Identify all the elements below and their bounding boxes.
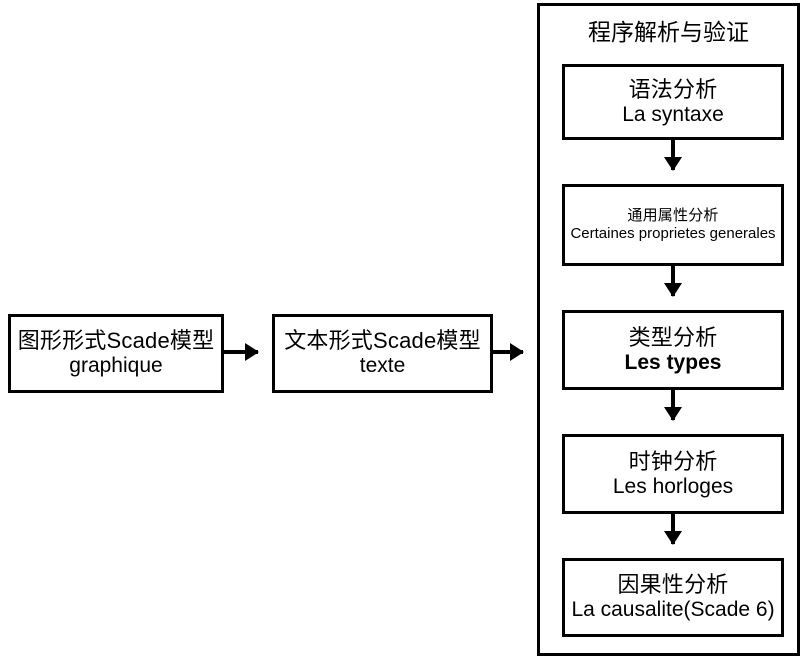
arrow-syntaxe-to-proprietes: [671, 140, 675, 170]
node-proprietes-label-fr: Certaines proprietes generales: [570, 225, 776, 242]
node-syntaxe-label-fr: La syntaxe: [622, 102, 724, 126]
node-causalite-label-fr: La causalite(Scade 6): [571, 598, 775, 622]
node-proprietes: 通用属性分析 Certaines proprietes generales: [562, 184, 784, 266]
node-horloges-label-fr: Les horloges: [612, 474, 734, 498]
arrow-proprietes-to-types: [671, 266, 675, 296]
arrow-types-to-horloges: [671, 390, 675, 420]
arrow-horloges-to-causalite: [671, 514, 675, 544]
node-texte-label-fr: texte: [359, 354, 406, 378]
node-syntaxe-label-cn: 语法分析: [628, 76, 718, 102]
node-texte: 文本形式Scade模型 texte: [272, 314, 493, 393]
node-horloges: 时钟分析 Les horloges: [562, 434, 784, 514]
arrow-graphique-to-texte: [224, 350, 258, 354]
node-graphique-label-fr: graphique: [69, 354, 163, 378]
arrow-texte-to-analysis: [493, 350, 523, 354]
node-types-label-cn: 类型分析: [628, 324, 718, 350]
node-syntaxe: 语法分析 La syntaxe: [562, 64, 784, 140]
node-causalite-label-cn: 因果性分析: [617, 572, 729, 598]
node-types: 类型分析 Les types: [562, 310, 784, 390]
node-texte-label-cn: 文本形式Scade模型: [284, 328, 481, 354]
analysis-container-title: 程序解析与验证: [588, 19, 749, 45]
node-types-label-fr: Les types: [624, 350, 722, 374]
node-graphique: 图形形式Scade模型 graphique: [8, 314, 224, 393]
node-causalite: 因果性分析 La causalite(Scade 6): [562, 558, 784, 637]
node-horloges-label-cn: 时钟分析: [628, 448, 718, 474]
node-proprietes-label-cn: 通用属性分析: [627, 207, 719, 225]
node-graphique-label-cn: 图形形式Scade模型: [17, 328, 215, 354]
